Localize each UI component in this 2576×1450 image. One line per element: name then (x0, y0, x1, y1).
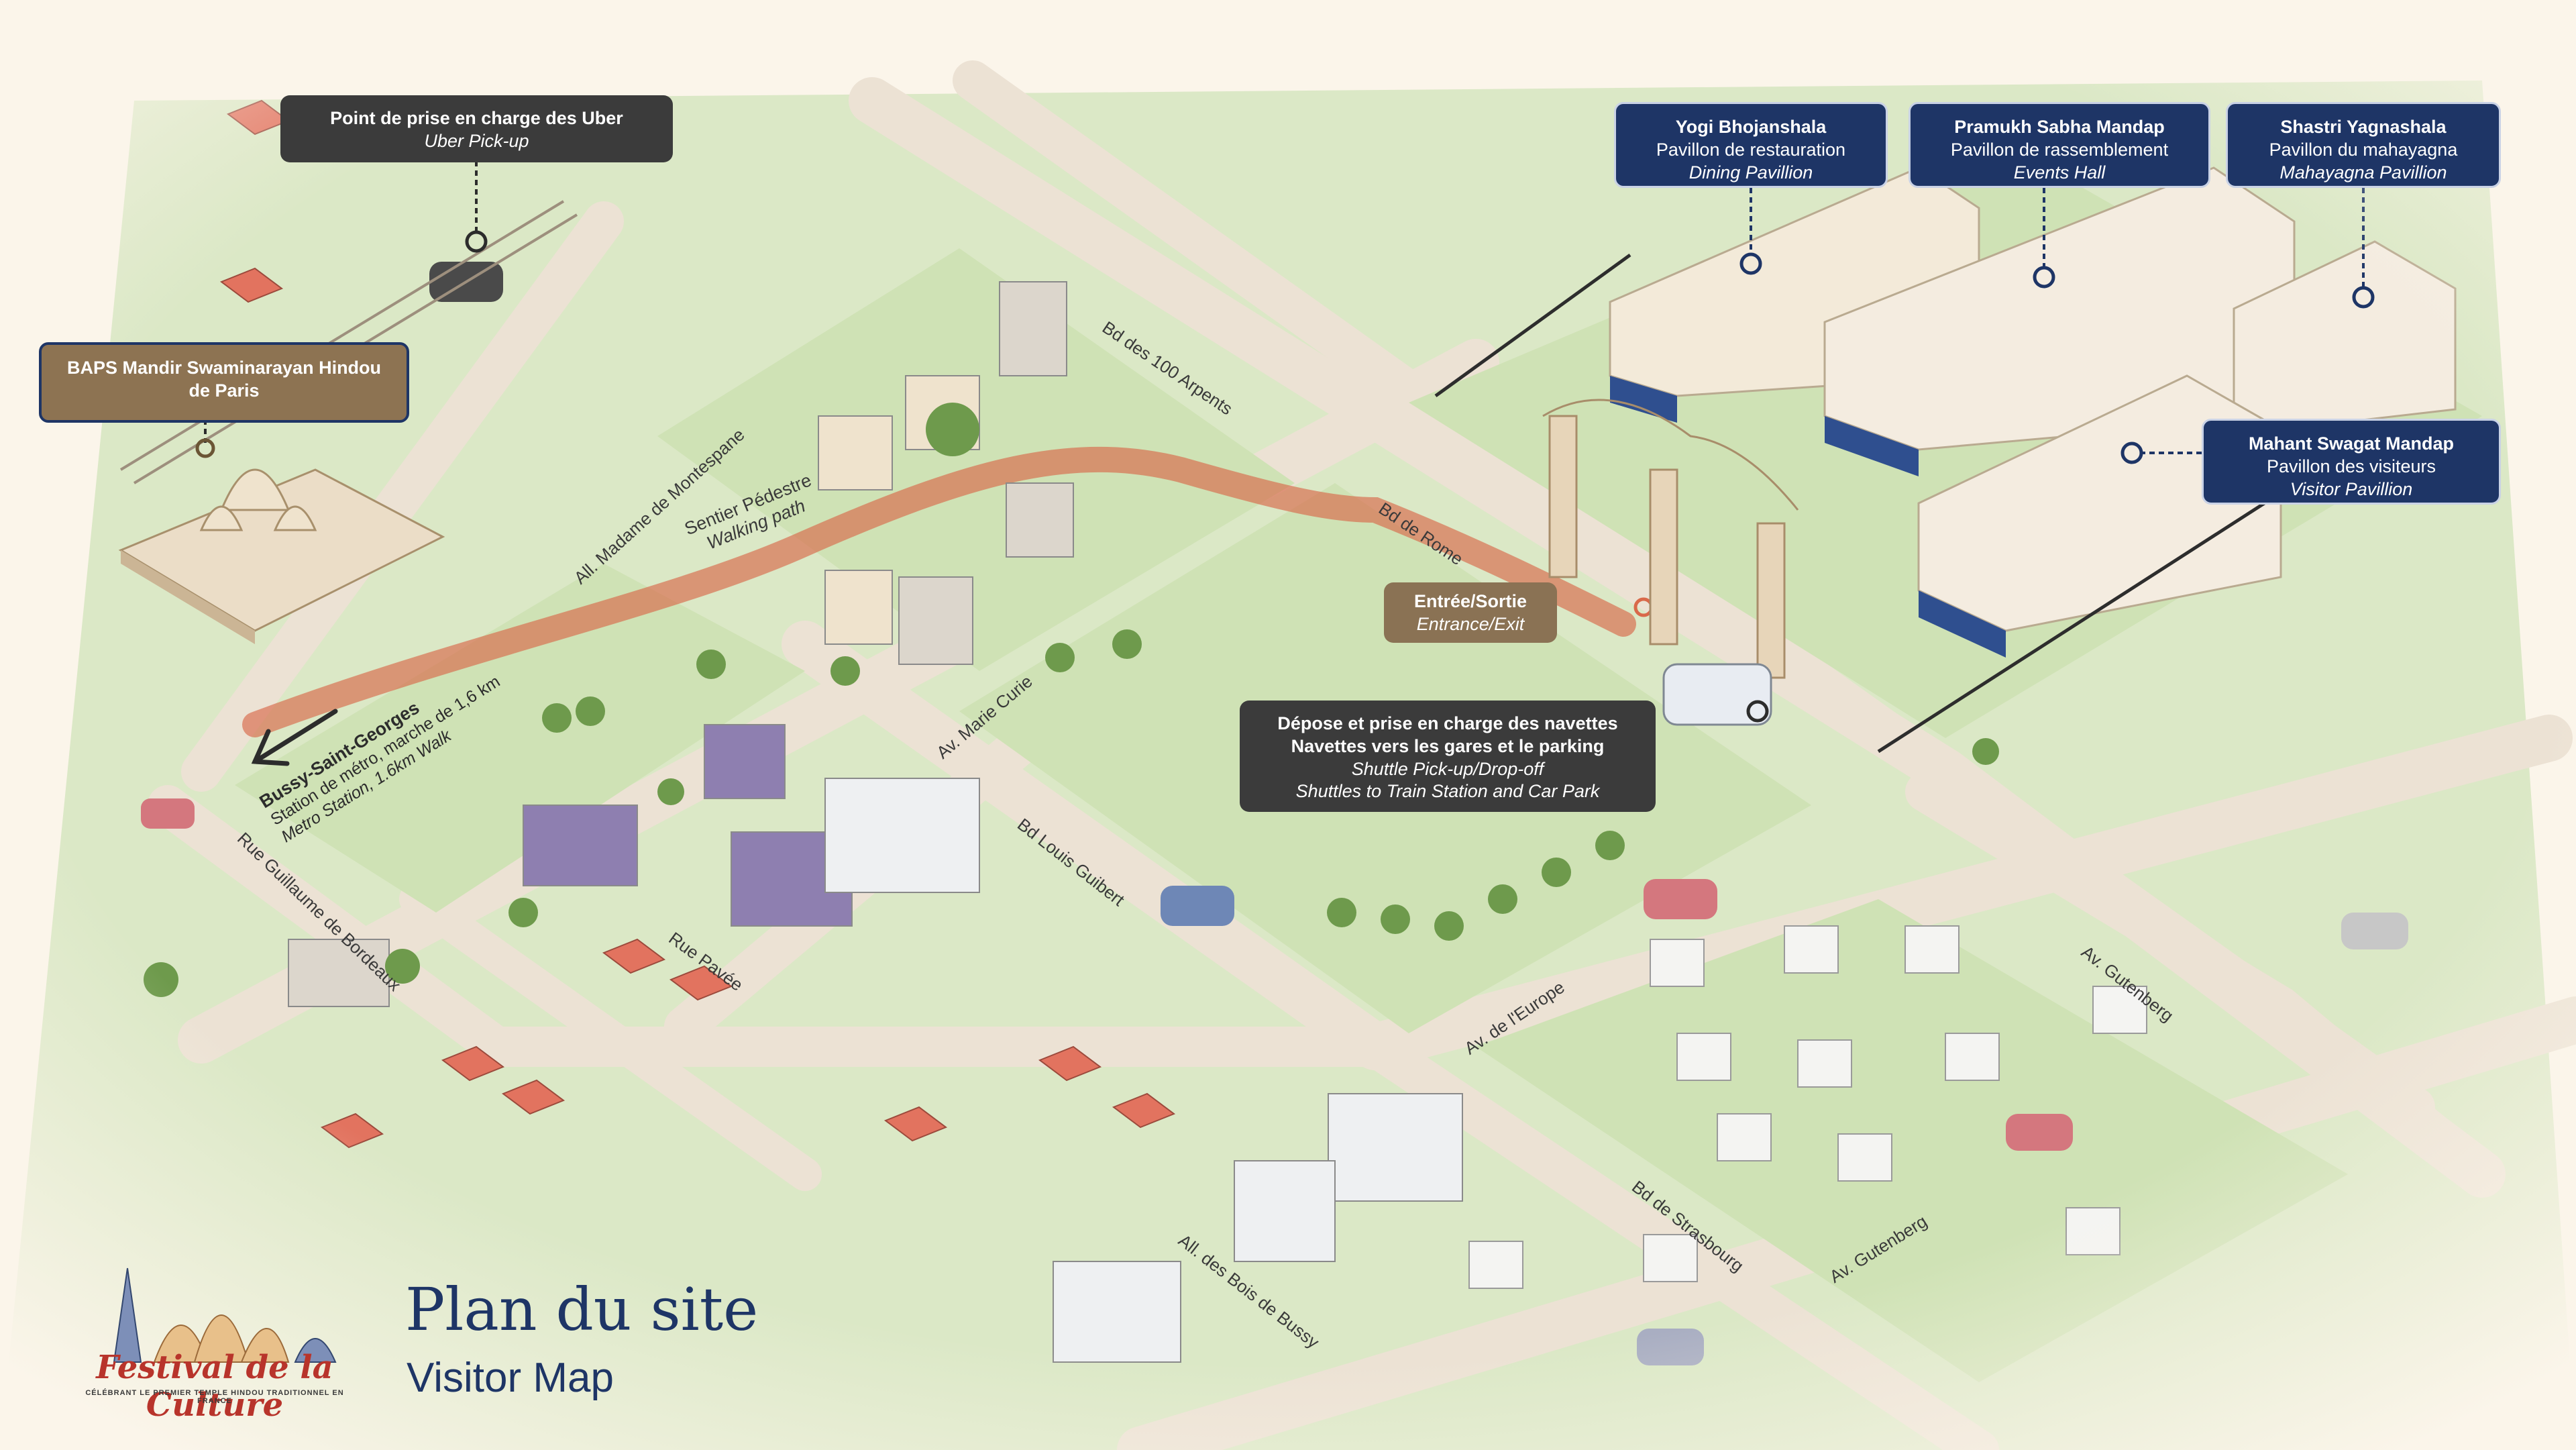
dining-callout[interactable]: Yogi Bhojanshala Pavillon de restauratio… (1614, 102, 1888, 188)
uber-callout[interactable]: Point de prise en charge des Uber Uber P… (280, 95, 673, 162)
yagna-callout-en: Mahayagna Pavillion (2279, 162, 2447, 183)
visitor-callout-en: Visitor Pavillion (2290, 478, 2413, 499)
entrance-callout-en: Entrance/Exit (1416, 613, 1525, 634)
shuttle-callout[interactable]: Dépose et prise en charge des navettes N… (1240, 701, 1656, 812)
visitor-callout[interactable]: Mahant Swagat Mandap Pavillon des visite… (2202, 419, 2501, 505)
events-callout-en: Events Hall (2013, 162, 2106, 183)
visitor-callout-fr: Pavillon des visiteurs (2266, 456, 2436, 476)
mandir-callout[interactable]: BAPS Mandir Swaminarayan Hindou de Paris (39, 342, 409, 423)
visitor-callout-name: Mahant Swagat Mandap (2248, 433, 2455, 454)
mandir-callout-title: BAPS Mandir Swaminarayan Hindou de Paris (66, 358, 382, 401)
shuttle-callout-en1: Shuttle Pick-up/Drop-off (1351, 758, 1544, 779)
events-callout[interactable]: Pramukh Sabha Mandap Pavillon de rassemb… (1909, 102, 2210, 188)
events-callout-fr: Pavillon de rassemblement (1950, 139, 2169, 160)
dining-callout-name: Yogi Bhojanshala (1675, 117, 1827, 137)
dining-callout-fr: Pavillon de restauration (1656, 139, 1846, 160)
page-subtitle: Visitor Map (407, 1355, 614, 1401)
yagna-callout-name: Shastri Yagnashala (2280, 117, 2447, 137)
events-callout-name: Pramukh Sabha Mandap (1954, 117, 2165, 137)
shuttle-callout-fr2: Navettes vers les gares et le parking (1291, 735, 1605, 756)
entrance-callout-fr: Entrée/Sortie (1413, 591, 1527, 611)
festival-logo-icon (113, 1267, 337, 1363)
yagna-callout-fr: Pavillon du mahayagna (2269, 139, 2458, 160)
dining-callout-en: Dining Pavillion (1688, 162, 1813, 183)
yagna-callout[interactable]: Shastri Yagnashala Pavillon du mahayagna… (2226, 102, 2501, 188)
shuttle-callout-en2: Shuttles to Train Station and Car Park (1295, 781, 1600, 802)
festival-logo-tagline: CÉLÉBRANT LE PREMIER TEMPLE HINDOU TRADI… (85, 1389, 344, 1405)
page-title: Plan du site (405, 1275, 759, 1344)
shuttle-callout-fr1: Dépose et prise en charge des navettes (1277, 713, 1618, 733)
uber-callout-title: Point de prise en charge des Uber (330, 108, 623, 128)
festival-logo-name: Festival de la Culture (96, 1349, 333, 1424)
entrance-callout[interactable]: Entrée/Sortie Entrance/Exit (1384, 582, 1557, 643)
uber-callout-subtitle: Uber Pick-up (424, 130, 529, 151)
